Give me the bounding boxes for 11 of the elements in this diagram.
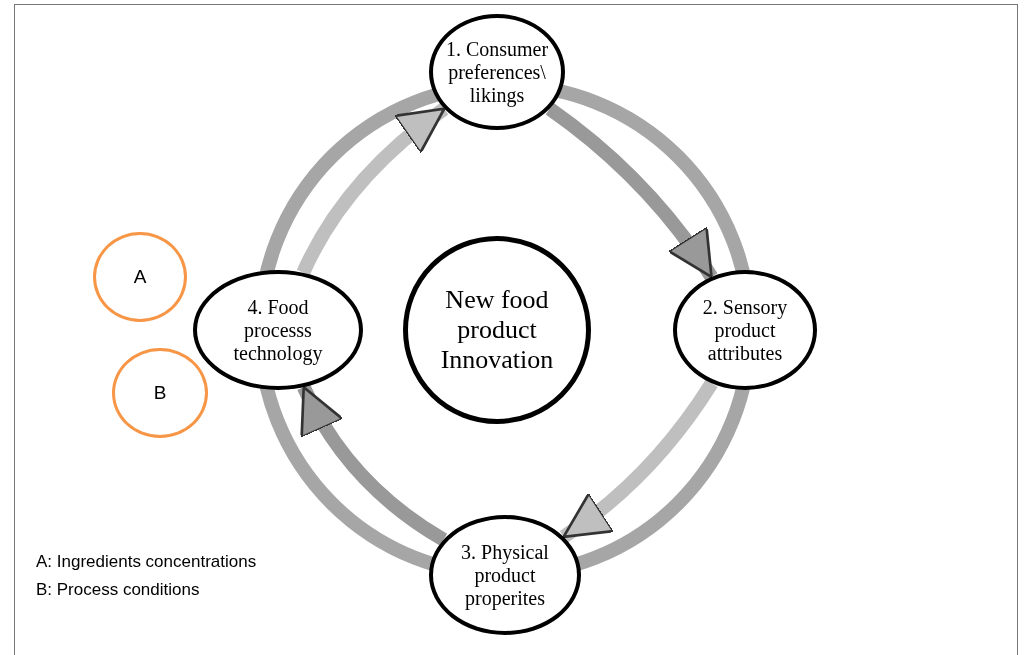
curved-arrow <box>559 379 718 543</box>
key-note: B: Process conditions <box>36 580 200 600</box>
node-text: A <box>133 266 147 288</box>
key-note: A: Ingredients concentrations <box>36 552 257 572</box>
node-text: 2. Sensory product attributes <box>701 295 789 365</box>
node-text: New food product Innovation <box>439 285 555 375</box>
node-text: 3. Physical product properites <box>460 540 550 610</box>
node-text: 4. Food processs technology <box>232 295 324 365</box>
node-text: 1. Consumer preferences\ likings <box>444 37 550 107</box>
node-text: B <box>153 382 167 404</box>
curved-arrow <box>545 103 718 281</box>
